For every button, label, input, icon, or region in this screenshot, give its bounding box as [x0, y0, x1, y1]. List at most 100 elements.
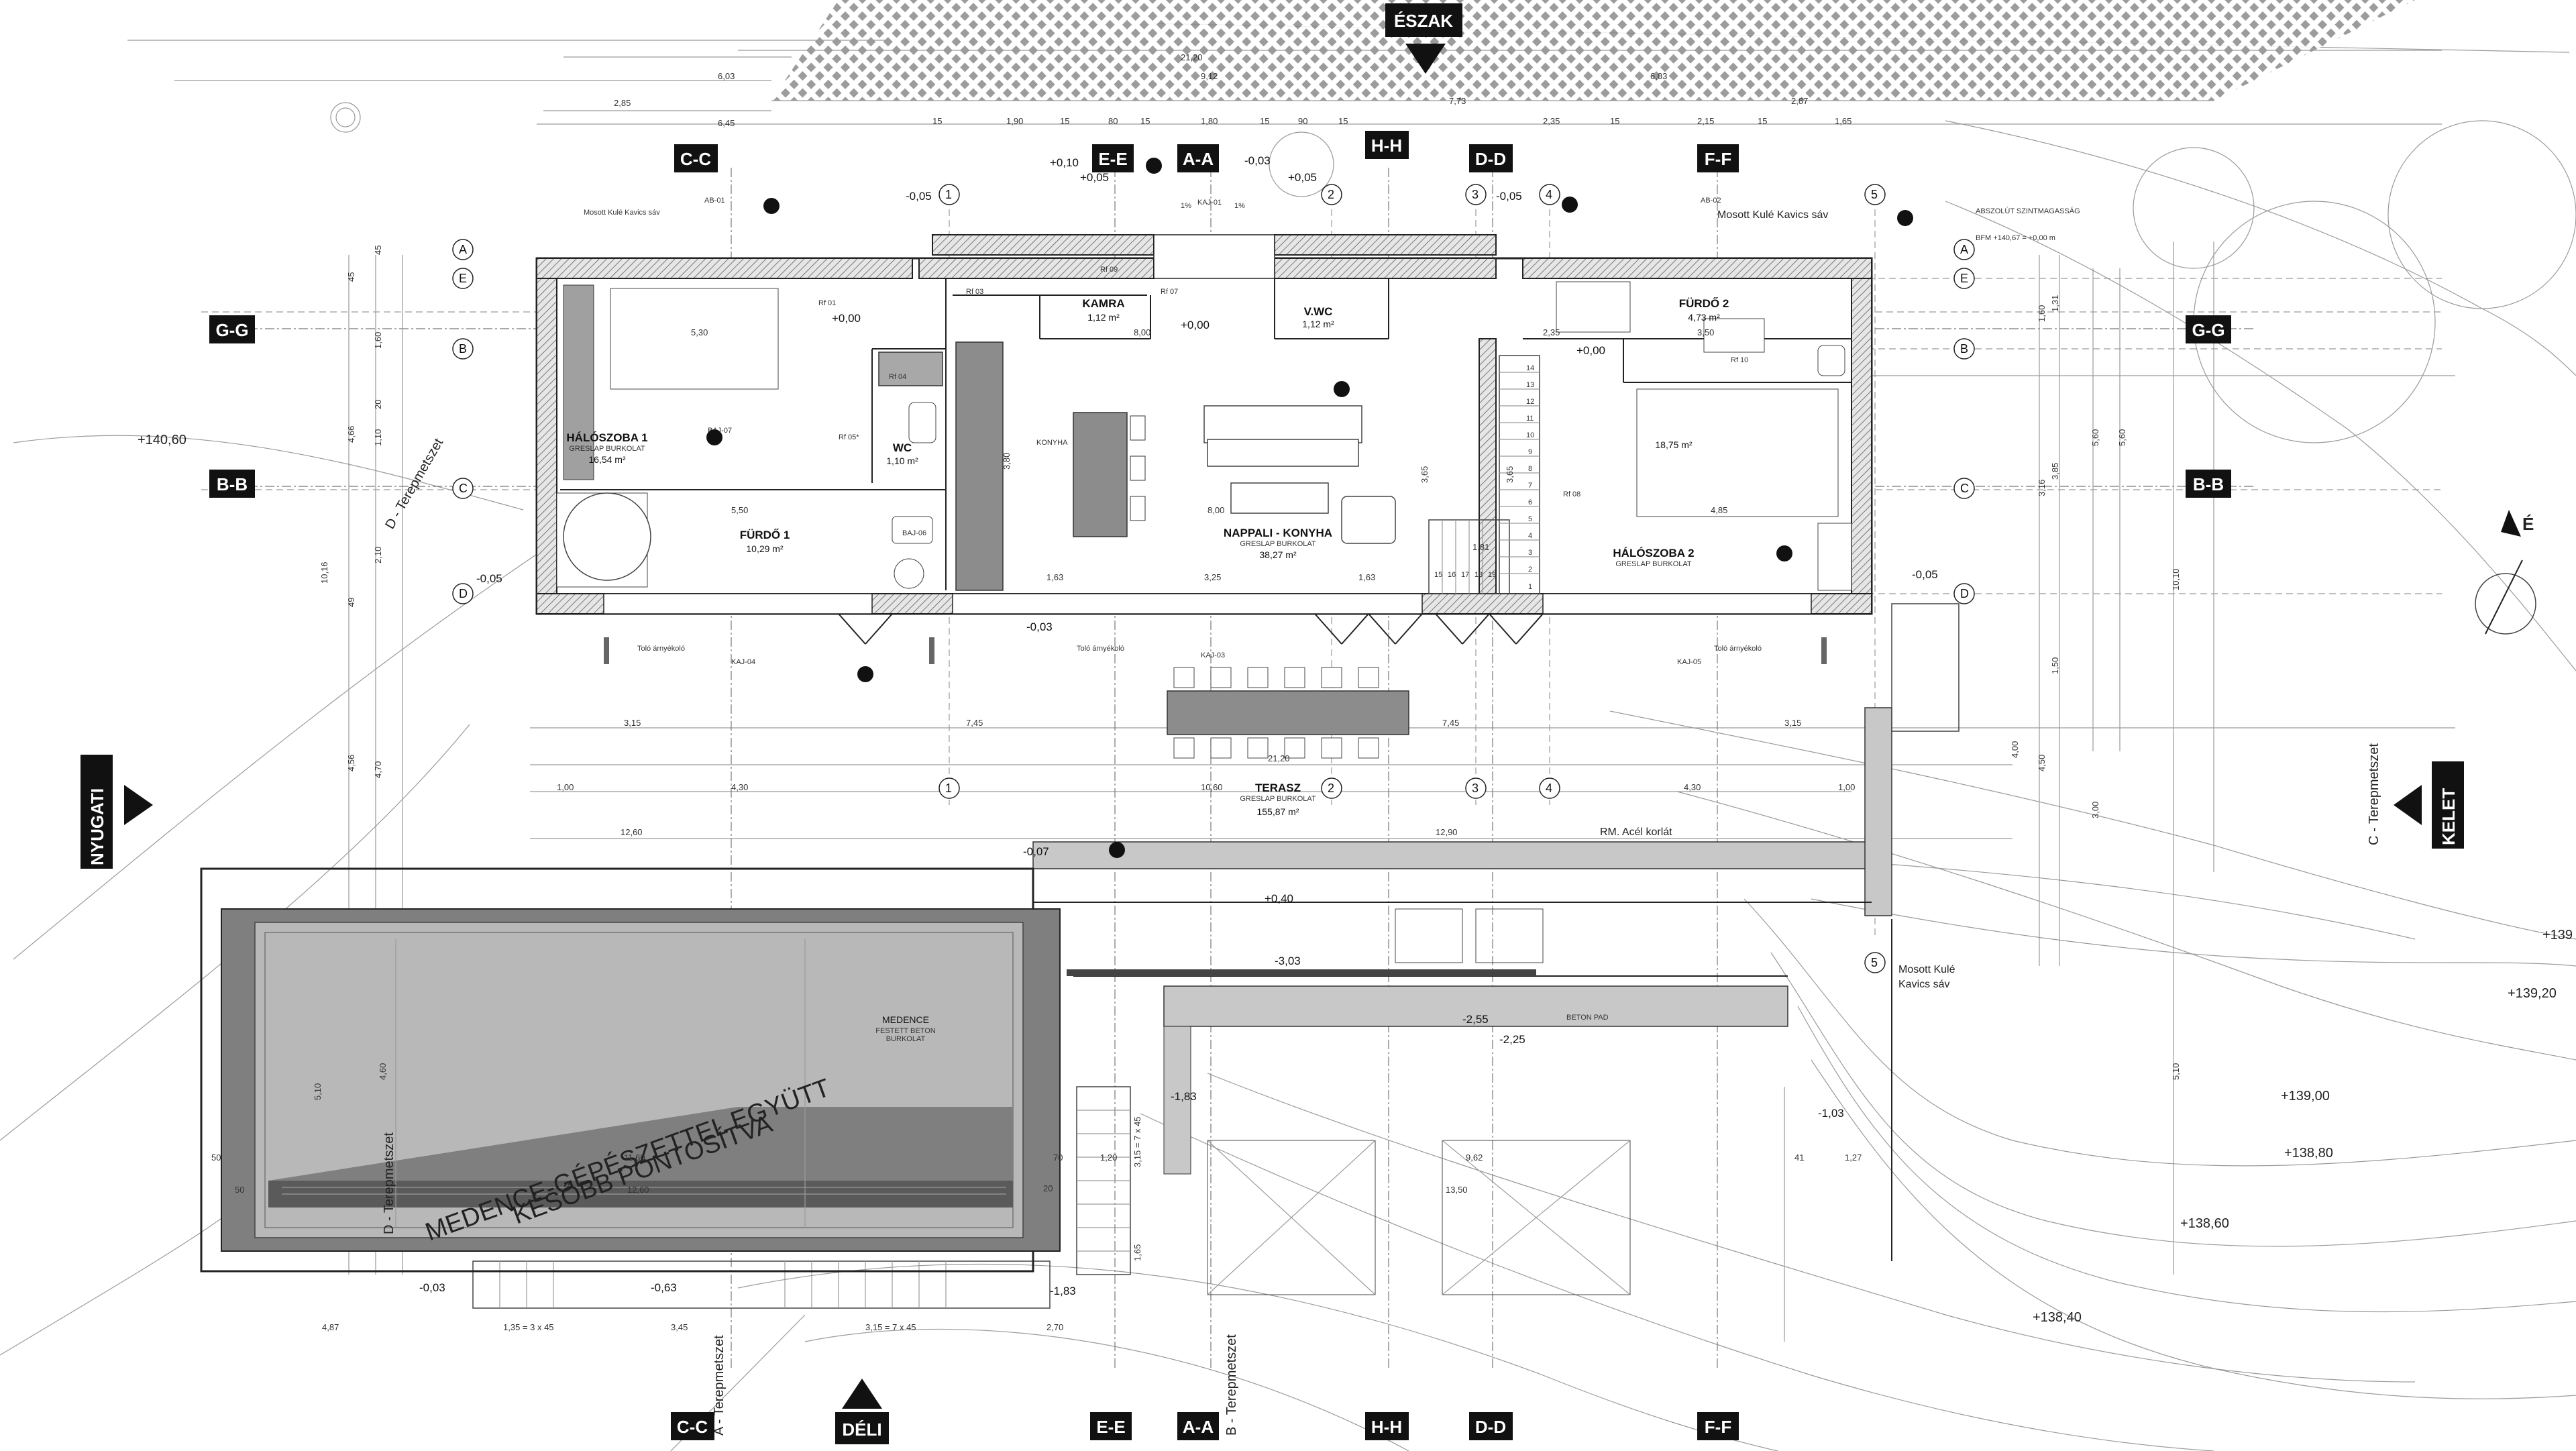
stair-num-6: 6: [1528, 498, 1532, 506]
dim-house-1: 5,30: [691, 327, 708, 337]
dim-top-21: 15: [1758, 116, 1767, 126]
dim-house-6: 3,50: [1697, 327, 1714, 337]
contour-13840: +138,40: [2033, 1310, 2082, 1325]
dim-low-5: 3,15: [1784, 718, 1801, 728]
dim-right-1: 3,85: [2050, 463, 2060, 480]
grid-row-a-east: A: [1960, 243, 1968, 256]
dim-top-4: 21,20: [1181, 52, 1203, 62]
dimension-text-left: 45 45 1,60 4,66 1,10 20 2,10 10,16 49 4,…: [319, 246, 383, 778]
section-gg-left: G-G: [215, 320, 248, 340]
level-15: -3,03: [1275, 955, 1301, 967]
dim-left-10: 4,56: [346, 755, 356, 771]
room-wc-name: WC: [893, 441, 912, 454]
dim-house-3: 8,00: [1134, 327, 1150, 337]
stair-num-13: 13: [1526, 381, 1534, 389]
tag-ab01: AB-01: [704, 197, 725, 205]
section-dd-bottom: D-D: [1475, 1417, 1506, 1437]
section-cc-bottom: C-C: [677, 1417, 708, 1437]
room-living-finish: GRESLAP BURKOLAT: [1240, 540, 1316, 548]
contour-13920: +139,20: [2508, 986, 2557, 1001]
room-bedroom1-name: HÁLÓSZOBA 1: [566, 431, 647, 444]
contour-13900: +139,00: [2281, 1089, 2330, 1104]
sliding-shades: [604, 613, 1827, 664]
reference-markers: [706, 158, 1913, 858]
dim-pool-1: 11,60: [624, 1152, 645, 1163]
grid-row-d-east: D: [1960, 587, 1969, 600]
section-dd-top: D-D: [1475, 149, 1506, 169]
grid-bubbles: [452, 184, 1975, 973]
dim-bot-5: 2,70: [1046, 1322, 1063, 1332]
stair-num-19: 19: [1488, 571, 1496, 579]
room-living-area: 38,27 m²: [1259, 549, 1297, 560]
dim-left-6: 20: [373, 400, 383, 409]
dim-top-15: 15: [1260, 116, 1269, 126]
room-bath1-area: 10,29 m²: [746, 543, 784, 554]
section-cc-top: C-C: [680, 149, 711, 169]
north-triangle-icon: [1405, 44, 1446, 74]
tag-rf05: Rf 05*: [839, 433, 859, 441]
room-pantry-name: KAMRA: [1082, 297, 1124, 310]
room-terrace-name: TERASZ: [1255, 782, 1301, 794]
orientation-markers: ÉSZAK DÉLI NYUGATI KELET É: [80, 3, 2536, 1444]
tag-kaj04: KAJ-04: [731, 658, 755, 666]
dim-low-9: 4,30: [1684, 782, 1701, 792]
room-bedroom1-area: 16,54 m²: [588, 454, 626, 465]
dim-house-11: 3,80: [1002, 453, 1012, 470]
grid-row-c-east: C: [1960, 482, 1969, 495]
note-gravel-east1: Mosott Kulé: [1898, 964, 1955, 975]
stair-num-4: 4: [1528, 532, 1532, 540]
dim-low-3: 21,20: [1268, 753, 1290, 763]
room-pantry-area: 1,12 m²: [1087, 312, 1120, 323]
dim-top-9: 15: [932, 116, 942, 126]
swimming-pool: [200, 867, 1536, 1273]
grid-col-2-south: 2: [1328, 782, 1334, 795]
kitchen-furniture: [878, 341, 1396, 591]
note-shade-2: Toló árnyékoló: [1077, 645, 1124, 653]
level-21: -0,63: [651, 1281, 677, 1294]
dim-house-5: 2,35: [1543, 327, 1560, 337]
dim-left-9: 49: [346, 598, 356, 607]
dim-bot-4: 3,15 = 7 x 45: [865, 1322, 916, 1332]
dim-right-9: 5,10: [2171, 1063, 2181, 1080]
room-bedroom2-finish: GRESLAP BURKOLAT: [1615, 560, 1692, 568]
notes: Mosott Kulé Kavics sáv Mosott Kulé Kavic…: [584, 202, 2080, 1022]
east-triangle-icon: [2394, 785, 2422, 825]
dim-top-14: 1,80: [1201, 116, 1218, 126]
exterior-stairs: [472, 1086, 1131, 1309]
stair-num-9: 9: [1528, 448, 1532, 456]
dim-left-11: 4,70: [373, 761, 383, 778]
section-bb-left: B-B: [217, 474, 248, 494]
tag-kaj03: KAJ-03: [1201, 651, 1225, 659]
dimension-text-right: 3,85 3,16 5,60 5,60 10,10 4,00 4,50 3,00…: [2010, 295, 2181, 1080]
section-tags-sides: G-G B-B G-G B-B: [209, 315, 2231, 498]
dim-top-1: 6,03: [718, 71, 735, 81]
dim-top-6: 7,73: [1449, 96, 1466, 106]
dim-left-1: 45: [346, 272, 356, 282]
dim-house-12: 3,65: [1419, 466, 1430, 483]
dim-top-20: 2,15: [1697, 116, 1714, 126]
level-10: -0,03: [1026, 621, 1053, 633]
dim-pool-7: 70: [1053, 1152, 1063, 1163]
stair-num-5: 5: [1528, 515, 1532, 523]
dim-right-4: 5,60: [2117, 429, 2127, 446]
stair-num-12: 12: [1526, 398, 1534, 406]
dim-pool-8: 1,20: [1100, 1152, 1117, 1163]
stair-num-14: 14: [1526, 364, 1534, 372]
dim-top-22: 1,65: [1835, 116, 1851, 126]
section-hh-top: H-H: [1371, 136, 1402, 156]
grid-col-1: 1: [945, 188, 952, 201]
orientation-south: DÉLI: [842, 1419, 881, 1440]
tag-rf08: Rf 08: [1563, 490, 1580, 498]
dim-pool-3: 5,10: [313, 1083, 323, 1100]
dim-low-11: 12,60: [621, 827, 643, 837]
trees: [330, 102, 2576, 443]
dim-house-13: 3,65: [1505, 466, 1515, 483]
note-abs-level: ABSZOLÚT SZINTMAGASSÁG: [1976, 207, 2080, 215]
dim-left-3: 1,60: [373, 332, 383, 349]
dim-pool-6: 50: [235, 1185, 244, 1195]
dim-top-3: 6,45: [718, 118, 735, 128]
stair-numbers: 1 2 3 4 5 6 7 8 9 10 11 12 13 14 15 16 1…: [1434, 364, 1534, 591]
tag-rf01: Rf 01: [818, 299, 836, 307]
terrace-dining-set: [1167, 667, 1409, 759]
section-bb-right: B-B: [2193, 474, 2224, 494]
